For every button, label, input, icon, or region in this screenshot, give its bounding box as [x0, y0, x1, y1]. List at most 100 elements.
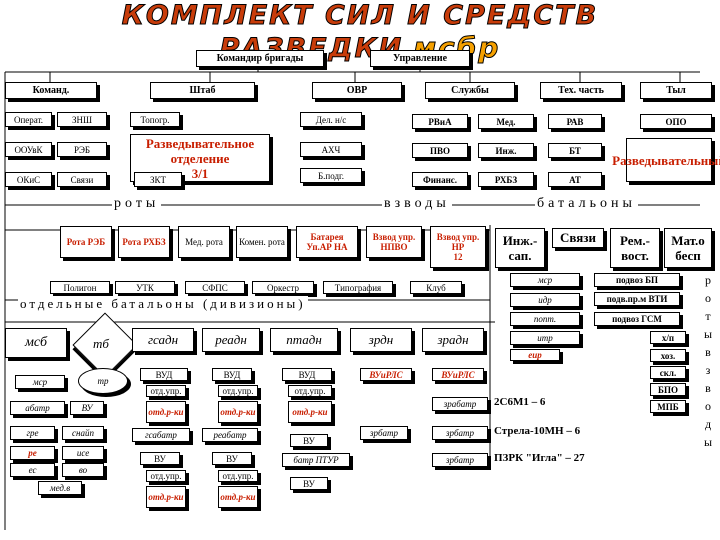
- operat-box[interactable]: Операт.: [5, 112, 52, 127]
- ptadn-box[interactable]: птадн: [270, 328, 338, 352]
- rear-box[interactable]: Тыл: [640, 82, 712, 99]
- vud-readn-box[interactable]: ВУД: [212, 368, 252, 381]
- management-box[interactable]: Управление: [370, 50, 470, 67]
- rem-vost-box[interactable]: Рем.- вост.: [610, 228, 660, 268]
- vud-ptadn-box[interactable]: ВУД: [282, 368, 332, 381]
- zkt-box[interactable]: ЗКТ: [134, 172, 182, 187]
- utk-box[interactable]: УТК: [115, 281, 175, 294]
- vzv-pvo-box[interactable]: Взвод упр. НПВО: [366, 226, 422, 258]
- rota-rhbz-box[interactable]: Рота РХБЗ: [118, 226, 170, 258]
- vuirls-zradn-box[interactable]: ВУиРЛС: [432, 368, 484, 381]
- vu-ptadn-box[interactable]: ВУ: [290, 434, 328, 447]
- tech-box[interactable]: Тех. часть: [540, 82, 622, 99]
- opo-box[interactable]: ОПО: [640, 114, 712, 129]
- otd-upr-gsadn2-box[interactable]: отд.упр.: [146, 470, 186, 482]
- battery-box[interactable]: Батарея Уп.АР НА: [296, 226, 358, 258]
- vu-msb-box[interactable]: ВУ: [70, 401, 104, 415]
- rav-box[interactable]: РАВ: [548, 114, 602, 129]
- tr-ellipse[interactable]: тр: [78, 368, 128, 394]
- msr-r-box[interactable]: мср: [510, 273, 580, 287]
- bpo-box[interactable]: БПО: [650, 383, 686, 396]
- popt-box[interactable]: попт.: [510, 312, 580, 326]
- bt-box[interactable]: БТ: [548, 143, 602, 158]
- klub-box[interactable]: Клуб: [410, 281, 462, 294]
- oouvk-box[interactable]: ООУвК: [5, 142, 52, 157]
- poligon-box[interactable]: Полигон: [50, 281, 110, 294]
- otd-r-readn-box[interactable]: отд.р-ки: [218, 401, 258, 423]
- topog-box[interactable]: Топогр.: [130, 112, 180, 127]
- gsabatr-box[interactable]: гсабатр: [132, 428, 190, 442]
- inzh-sap-box[interactable]: Инж.- сап.: [495, 228, 545, 268]
- medv-box[interactable]: мед.в: [38, 481, 82, 495]
- finans-box[interactable]: Финанс.: [412, 172, 468, 187]
- podvoz-gsm-box[interactable]: подвоз ГСМ: [594, 312, 680, 326]
- reb-box[interactable]: РЭБ: [57, 142, 107, 157]
- batr-ptur-box[interactable]: батр ПТУР: [282, 453, 350, 467]
- ise-box[interactable]: исе: [62, 446, 104, 460]
- hoz-box[interactable]: хоз.: [650, 349, 686, 362]
- med-box[interactable]: Мед.: [478, 114, 534, 129]
- gsadn-box[interactable]: гсадн: [132, 328, 194, 352]
- recon-bn-box[interactable]: Разведывательный: [612, 138, 720, 182]
- hp-box[interactable]: х/п: [650, 331, 686, 344]
- svyazi-box[interactable]: Связи: [552, 228, 604, 248]
- zradn-box[interactable]: зрадн: [422, 328, 484, 352]
- otd-r-gsadn2-box[interactable]: отд.р-ки: [146, 486, 186, 508]
- idr-r-box[interactable]: идр: [510, 293, 580, 307]
- zrabatr-box[interactable]: зрабатр: [432, 397, 488, 411]
- readn-box[interactable]: реадн: [202, 328, 260, 352]
- vuirls-zrdn-box[interactable]: ВУиРЛС: [360, 368, 412, 381]
- msb-box[interactable]: мсб: [5, 328, 67, 358]
- tipografiya-box[interactable]: Типография: [323, 281, 393, 294]
- otd-upr-readn2-box[interactable]: отд.упр.: [218, 470, 258, 482]
- rota-reb-box[interactable]: Рота РЭБ: [60, 226, 112, 258]
- abatr-box[interactable]: абатр: [10, 401, 65, 415]
- svyaz-box[interactable]: Связи: [57, 172, 107, 187]
- mpb-box[interactable]: МПБ: [650, 400, 686, 413]
- vud-gsadn-box[interactable]: ВУД: [140, 368, 188, 381]
- sfps-box[interactable]: СФПС: [185, 281, 245, 294]
- otd-upr-readn-box[interactable]: отд.упр.: [218, 385, 258, 397]
- staff-box[interactable]: Штаб: [150, 82, 255, 99]
- mat-o-box[interactable]: Мат.о бесп: [664, 228, 712, 268]
- services-box[interactable]: Службы: [425, 82, 515, 99]
- skl-box[interactable]: скл.: [650, 366, 686, 379]
- okis-box[interactable]: ОКиС: [5, 172, 52, 187]
- rhbz-box[interactable]: РХБЗ: [478, 172, 534, 187]
- otd-upr-gsadn-box[interactable]: отд.упр.: [146, 385, 186, 397]
- podvoz-vti-box[interactable]: подв.пр.м ВТИ: [594, 292, 680, 306]
- rvia-box[interactable]: РВиА: [412, 114, 468, 129]
- del-box[interactable]: Дел. н/с: [300, 112, 362, 127]
- at-box[interactable]: АТ: [548, 172, 602, 187]
- otd-r-readn2-box[interactable]: отд.р-ки: [218, 486, 258, 508]
- bpodg-box[interactable]: Б.подг.: [300, 168, 362, 183]
- commander-box[interactable]: Командир бригады: [196, 50, 324, 67]
- msr-box[interactable]: мср: [15, 375, 65, 389]
- zrbatr-zradn-box[interactable]: зрбатр: [432, 426, 488, 440]
- snaip-box[interactable]: снайп: [62, 426, 104, 440]
- gre-box[interactable]: гре: [10, 426, 55, 440]
- vu-gsadn-box[interactable]: ВУ: [140, 452, 180, 465]
- es-box[interactable]: ес: [10, 463, 55, 477]
- eir-box[interactable]: еир: [510, 349, 560, 361]
- vu-ptadn2-box[interactable]: ВУ: [290, 477, 328, 490]
- orkestr-box[interactable]: Оркестр: [252, 281, 314, 294]
- ahch-box[interactable]: АХЧ: [300, 142, 362, 157]
- vo-box[interactable]: во: [62, 463, 104, 477]
- otd-upr-ptadn-box[interactable]: отд.упр.: [288, 385, 332, 397]
- med-rota-box[interactable]: Мед. рота: [178, 226, 230, 258]
- ovr-box[interactable]: ОВР: [312, 82, 402, 99]
- itr-box[interactable]: итр: [510, 331, 580, 345]
- inzh-box[interactable]: Инж.: [478, 143, 534, 158]
- otd-r-gsadn-box[interactable]: отд.р-ки: [146, 401, 186, 423]
- vu-readn-box[interactable]: ВУ: [212, 452, 252, 465]
- reabatr-box[interactable]: реабатр: [202, 428, 258, 442]
- komend-rota-box[interactable]: Комен. рота: [236, 226, 288, 258]
- zrbatr-box[interactable]: зрбатр: [360, 426, 408, 440]
- pvo-box[interactable]: ПВО: [412, 143, 468, 158]
- zrdn-box[interactable]: зрдн: [350, 328, 412, 352]
- otd-r-ptadn-box[interactable]: отд.р-ки: [288, 401, 332, 423]
- zrbatr-pzrk-box[interactable]: зрбатр: [432, 453, 488, 467]
- znsh-box[interactable]: ЗНШ: [57, 112, 107, 127]
- re-box[interactable]: ре: [10, 446, 55, 460]
